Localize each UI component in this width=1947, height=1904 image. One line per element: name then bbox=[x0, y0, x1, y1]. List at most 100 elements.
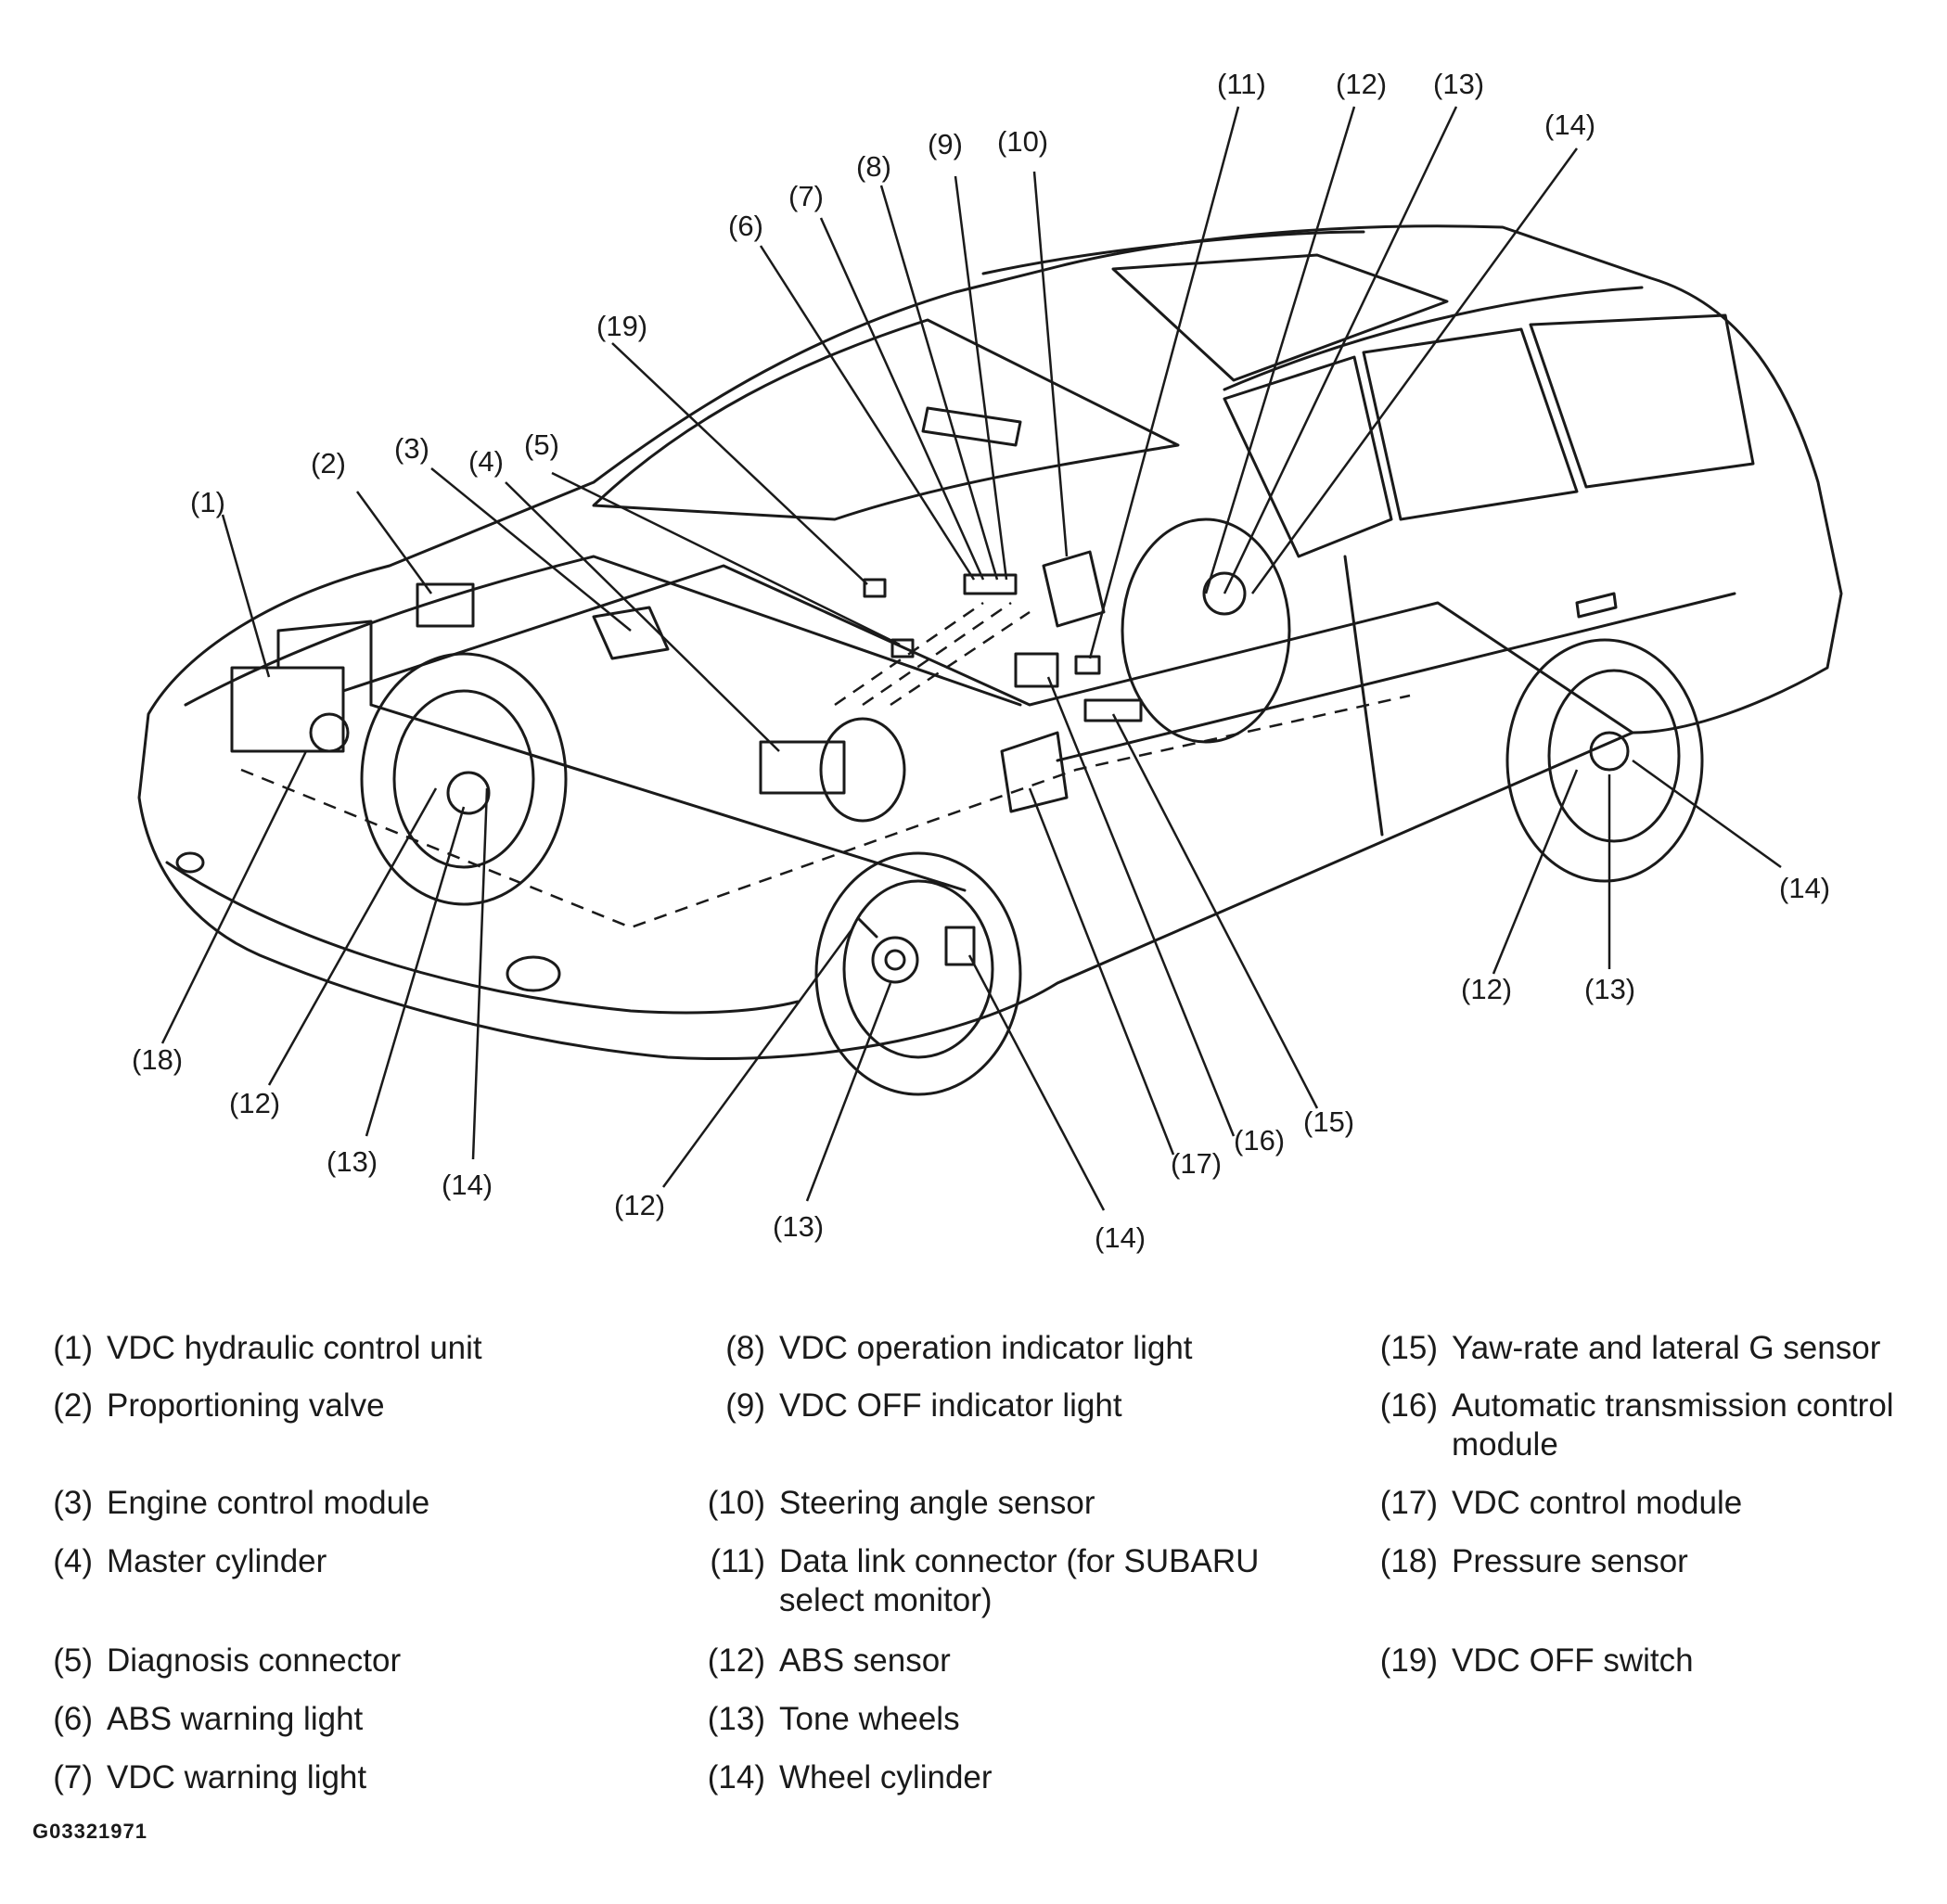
legend-number: (4) bbox=[53, 1543, 93, 1579]
front-bumper bbox=[165, 861, 800, 1015]
legend-number: (7) bbox=[53, 1759, 93, 1795]
leader-line bbox=[819, 217, 985, 581]
legend-text: VDC control module bbox=[1452, 1485, 1743, 1521]
side-window-middle bbox=[1362, 327, 1579, 521]
leader-line bbox=[611, 342, 868, 585]
legend-number: (13) bbox=[707, 1701, 765, 1737]
leader-line bbox=[267, 787, 438, 1086]
callout-7: (7) bbox=[788, 180, 824, 212]
legend-number: (11) bbox=[710, 1543, 765, 1579]
legend-number: (12) bbox=[707, 1642, 765, 1679]
callout-3: (3) bbox=[394, 432, 429, 465]
legend-text: VDC OFF indicator light bbox=[779, 1387, 1122, 1424]
legend-number: (16) bbox=[1379, 1387, 1438, 1424]
tone-wheel-front-right bbox=[446, 771, 491, 815]
callout-15: (15) bbox=[1303, 1105, 1354, 1138]
tone-wheel-hub bbox=[884, 949, 906, 971]
diagnosis-connector bbox=[890, 638, 915, 658]
leader-line bbox=[661, 926, 855, 1188]
legend-number: (17) bbox=[1379, 1485, 1438, 1521]
legend-number: (3) bbox=[53, 1485, 93, 1521]
figure-id: G03321971 bbox=[32, 1820, 147, 1843]
callout-1: (1) bbox=[190, 486, 225, 518]
legend-text: Wheel cylinder bbox=[779, 1759, 993, 1795]
legend-number: (9) bbox=[725, 1387, 765, 1424]
legend-number: (10) bbox=[707, 1485, 765, 1521]
tone-wheel-rear-left bbox=[1589, 731, 1630, 772]
legend-text: VDC hydraulic control unit bbox=[107, 1330, 482, 1366]
leader-line bbox=[505, 481, 780, 752]
vdc-hydraulic-control-unit bbox=[230, 666, 345, 753]
side-window-front bbox=[1223, 355, 1393, 558]
fog-light bbox=[175, 851, 205, 874]
legend-text: Data link connector (for SUBARU select m… bbox=[779, 1543, 1260, 1618]
steering-angle-sensor bbox=[1042, 550, 1106, 628]
callout-14c: (14) bbox=[1095, 1221, 1146, 1254]
wheel-cylinder-front-left bbox=[944, 926, 976, 966]
legend-number: (19) bbox=[1379, 1642, 1438, 1679]
callout-6: (6) bbox=[728, 210, 763, 242]
front-left-wheel bbox=[814, 851, 1022, 1096]
door-line bbox=[1056, 592, 1736, 762]
callout-2: (2) bbox=[311, 447, 346, 479]
wiring-harness bbox=[240, 601, 1411, 929]
callout-14d: (14) bbox=[1779, 872, 1830, 904]
callout-14: (14) bbox=[1544, 109, 1595, 141]
callout-4: (4) bbox=[468, 445, 504, 478]
leader-line bbox=[551, 471, 901, 646]
fog-light bbox=[506, 955, 561, 992]
rear-view-mirror bbox=[921, 406, 1022, 447]
vdc-off-switch bbox=[863, 578, 887, 598]
tone-wheel-front-left bbox=[871, 936, 919, 984]
leader-line bbox=[1111, 713, 1319, 1109]
car-body-outline bbox=[137, 224, 1843, 1061]
leader-line bbox=[759, 245, 976, 581]
harness-line bbox=[240, 694, 1411, 929]
master-cylinder bbox=[759, 740, 846, 795]
callout-labels: (1) (2) (3) (4) (5) (6) (7) (8) (9) (10)… bbox=[132, 68, 1830, 1254]
leader-line bbox=[879, 185, 999, 581]
legend-number: (18) bbox=[1379, 1543, 1438, 1579]
legend-number: (14) bbox=[707, 1759, 765, 1795]
door-handle bbox=[1575, 592, 1618, 619]
sunroof bbox=[1111, 253, 1449, 382]
legend-text: VDC warning light bbox=[107, 1759, 367, 1795]
brake-pipe bbox=[276, 620, 373, 707]
leader-line bbox=[954, 175, 1008, 581]
leader-line bbox=[1223, 106, 1458, 594]
legend-text: Yaw-rate and lateral G sensor bbox=[1452, 1330, 1881, 1366]
callout-11: (11) bbox=[1217, 68, 1266, 100]
legend-number: (2) bbox=[53, 1387, 93, 1424]
legend-text: Diagnosis connector bbox=[107, 1642, 402, 1679]
legend-text: Automatic transmission control module bbox=[1452, 1387, 1894, 1463]
legend-text: Steering angle sensor bbox=[779, 1485, 1095, 1521]
legend-number: (8) bbox=[725, 1330, 765, 1366]
callout-8: (8) bbox=[856, 150, 891, 183]
vdc-control-module bbox=[1014, 652, 1059, 688]
pressure-sensor bbox=[309, 712, 350, 753]
leader-line bbox=[1032, 171, 1069, 557]
callout-13b: (13) bbox=[327, 1145, 378, 1178]
legend-text: VDC OFF switch bbox=[1452, 1642, 1694, 1679]
callout-13d: (13) bbox=[1584, 973, 1635, 1005]
side-window-rear bbox=[1529, 313, 1755, 489]
leader-line bbox=[471, 787, 489, 1160]
callout-14b: (14) bbox=[442, 1169, 493, 1201]
legend: (1) VDC hydraulic control unit (2) Propo… bbox=[0, 1322, 1947, 1822]
warning-light-cluster bbox=[963, 573, 1018, 595]
legend-text: ABS warning light bbox=[107, 1701, 364, 1737]
leader-line bbox=[430, 467, 632, 632]
roof-rail bbox=[981, 230, 1365, 275]
callout-5: (5) bbox=[524, 428, 559, 461]
callout-12: (12) bbox=[1336, 68, 1387, 100]
legend-text: Master cylinder bbox=[107, 1543, 327, 1579]
callout-13: (13) bbox=[1433, 68, 1484, 100]
transmission-control-module bbox=[1000, 731, 1069, 813]
leader-line bbox=[967, 954, 1106, 1211]
callout-12c: (12) bbox=[614, 1189, 665, 1221]
callout-12d: (12) bbox=[1461, 973, 1512, 1005]
legend-text: ABS sensor bbox=[779, 1642, 951, 1679]
brake-pipe bbox=[341, 564, 1634, 735]
front-right-wheel-rim bbox=[392, 689, 535, 869]
legend-text: Proportioning valve bbox=[107, 1387, 385, 1424]
